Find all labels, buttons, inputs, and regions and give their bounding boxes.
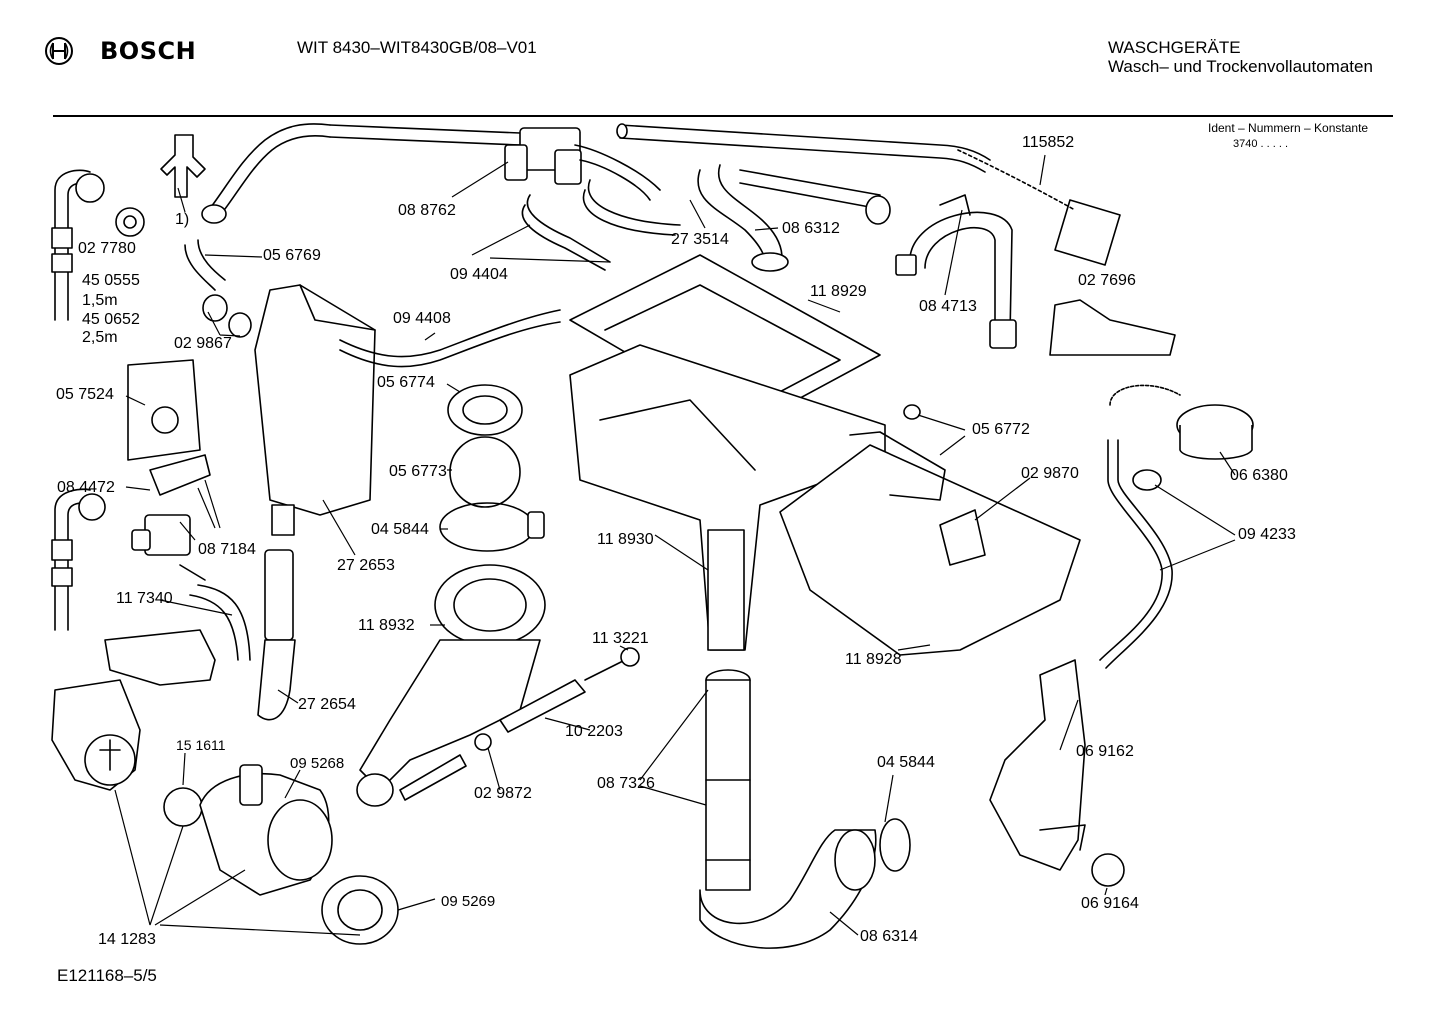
part-label-066380: 06 6380 [1230, 467, 1288, 484]
drain-hose-lower [51, 488, 106, 631]
part-label-084472: 08 4472 [57, 479, 115, 496]
part-label-045844-b: 04 5844 [877, 754, 935, 771]
mounting-bracket [989, 659, 1086, 871]
elbow-seals [184, 239, 252, 338]
part-label-086312: 08 6312 [782, 220, 840, 237]
part-label-118932: 11 8932 [358, 617, 415, 634]
leader-lines [114, 154, 1236, 936]
part-label-450652: 45 0652 [82, 311, 140, 328]
part-label-095268: 09 5268 [290, 755, 345, 772]
bosch-logo: BOSCH [44, 36, 196, 66]
rod [399, 647, 640, 801]
vent-hose [339, 309, 561, 368]
drain-pump [51, 679, 141, 791]
part-label-094408: 09 4408 [393, 310, 451, 327]
drawer-tray [779, 404, 1081, 656]
part-label-087184: 08 7184 [198, 541, 256, 558]
pump-cover [104, 629, 216, 686]
pump-housing [199, 764, 333, 896]
part-label-095269: 09 5269 [441, 893, 496, 910]
part-label-151611: 15 1611 [176, 737, 226, 753]
part-label-029867: 02 9867 [174, 335, 232, 352]
length-label-1: 1,5m [82, 292, 118, 309]
part-label-141283: 14 1283 [98, 931, 156, 948]
part-label-272653: 27 2653 [337, 557, 395, 574]
pressure-switch [1109, 384, 1254, 460]
part-label-084713: 08 4713 [919, 298, 977, 315]
part-label-113221: 11 3221 [592, 630, 649, 647]
seal-ring-inner [123, 215, 137, 229]
header-rule [53, 115, 1393, 117]
drain-pipe [705, 669, 751, 891]
part-label-088762: 08 8762 [398, 202, 456, 219]
part-label-027780: 02 7780 [78, 240, 136, 257]
dispenser-housing [569, 344, 886, 651]
brand-name: BOSCH [100, 37, 197, 65]
part-label-029872: 02 9872 [474, 785, 532, 802]
part-label-057524: 05 7524 [56, 386, 114, 403]
bracket-plate [1049, 299, 1176, 356]
hose-clamp-bracket [895, 194, 1017, 349]
part-label-056773: 05 6773 [389, 463, 447, 480]
part-label-102203: 10 2203 [565, 723, 623, 740]
cover-plate [127, 359, 201, 461]
part-label-273514: 27 3514 [671, 231, 729, 248]
pressure-hose [1099, 439, 1173, 669]
category-subtitle: Wasch– und Trockenvollautomaten [1108, 57, 1373, 76]
part-label-094404: 09 4404 [450, 266, 508, 283]
drawing-code: E121168–5/5 [57, 966, 157, 985]
detergent-tank [254, 284, 376, 536]
part-label-450555: 45 0555 [82, 272, 140, 289]
bosch-armature-icon [45, 37, 73, 65]
part-label-069164: 06 9164 [1081, 895, 1139, 912]
drain-hose-upper [51, 169, 105, 321]
part-label-027696: 02 7696 [1078, 272, 1136, 289]
hose-pipe [264, 549, 294, 641]
part-label-118929: 11 8929 [810, 283, 867, 300]
bellow-seals [439, 384, 545, 552]
length-label-2: 2,5m [82, 329, 118, 346]
cap [1091, 853, 1125, 887]
inlet-hose-corrugated [201, 123, 521, 224]
part-label-117340: 11 7340 [116, 590, 173, 607]
sump-bellow [356, 564, 546, 807]
ident-value: 3740 . . . . . [1233, 138, 1289, 150]
valve-small [131, 454, 211, 581]
long-hose [616, 123, 1121, 266]
part-label-094233: 09 4233 [1238, 526, 1296, 543]
part-label-115852: 115852 [1022, 134, 1075, 151]
part-label-056772: 05 6772 [972, 421, 1030, 438]
part-label-056769: 05 6769 [263, 247, 321, 264]
part-label-272654: 27 2654 [298, 696, 356, 713]
o-ring [163, 787, 203, 827]
hose-short [189, 584, 251, 661]
hose-grommet [1132, 469, 1162, 491]
drum-bellow-hose [699, 818, 911, 949]
y-connector [160, 134, 206, 198]
part-label-087326: 08 7326 [597, 775, 655, 792]
category-title: WASCHGERÄTE [1108, 38, 1241, 57]
category: WASCHGERÄTE Wasch– und Trockenvollautoma… [1108, 38, 1373, 76]
part-label-086314: 08 6314 [860, 928, 918, 945]
ident-title: Ident – Nummern – Konstante [1208, 121, 1369, 135]
part-label-069162: 06 9162 [1076, 743, 1134, 760]
model-number: WIT 8430–WIT8430GB/08–V01 [297, 38, 537, 57]
hose-bend [257, 639, 296, 721]
part-label-118928: 11 8928 [845, 651, 902, 668]
part-label-029870: 02 9870 [1021, 465, 1079, 482]
part-label-056774: 05 6774 [377, 374, 435, 391]
valve-block [504, 127, 681, 271]
footnote-marker: 1) [175, 211, 190, 228]
drum-hose-elbow [697, 164, 891, 272]
part-label-045844-a: 04 5844 [371, 521, 429, 538]
part-label-118930: 11 8930 [597, 531, 654, 548]
